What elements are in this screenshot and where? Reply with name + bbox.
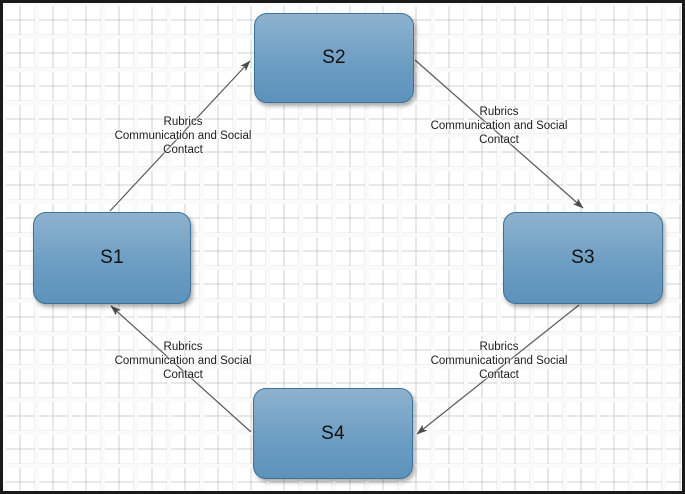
edge-label-s4-to-s1: Rubrics Communication and Social Contact: [115, 340, 252, 382]
edge-label-s1-to-s2: Rubrics Communication and Social Contact: [115, 115, 252, 157]
edge-s1-to-s2: [109, 60, 251, 212]
edge-label-line-1: Rubrics: [163, 116, 203, 128]
edge-s3-to-s4: [416, 304, 580, 435]
edge-label-line-2: Communication and Social: [430, 355, 568, 367]
node-s2-label: S2: [322, 47, 346, 68]
edge-s4-to-s1: [110, 305, 252, 433]
edge-label-line-3: Contact: [163, 144, 203, 156]
edge-label-line-3: Contact: [163, 369, 203, 381]
edge-label-line-2: Communication and Social: [114, 355, 252, 367]
edge-label-line-1: Rubrics: [479, 106, 519, 118]
edge-label-line-1: Rubrics: [163, 341, 203, 353]
edge-s2-to-s3: [414, 59, 584, 209]
edge-label-line-2: Communication and Social: [430, 120, 568, 132]
edge-label-line-2: Communication and Social: [114, 130, 252, 142]
node-s3[interactable]: S3: [503, 212, 663, 304]
edge-label-line-3: Contact: [479, 134, 519, 146]
node-s3-label: S3: [571, 247, 595, 268]
edge-label-line-1: Rubrics: [479, 341, 519, 353]
edge-label-s3-to-s4: Rubrics Communication and Social Contact: [431, 340, 568, 382]
node-s4[interactable]: S4: [253, 388, 413, 479]
edge-label-s2-to-s3: Rubrics Communication and Social Contact: [431, 105, 568, 147]
node-s4-label: S4: [321, 422, 345, 444]
edge-layer: [109, 59, 584, 435]
node-s1[interactable]: S1: [33, 212, 191, 304]
node-s1-label: S1: [100, 247, 124, 268]
edge-label-line-3: Contact: [479, 369, 519, 381]
node-s2[interactable]: S2: [254, 13, 414, 103]
